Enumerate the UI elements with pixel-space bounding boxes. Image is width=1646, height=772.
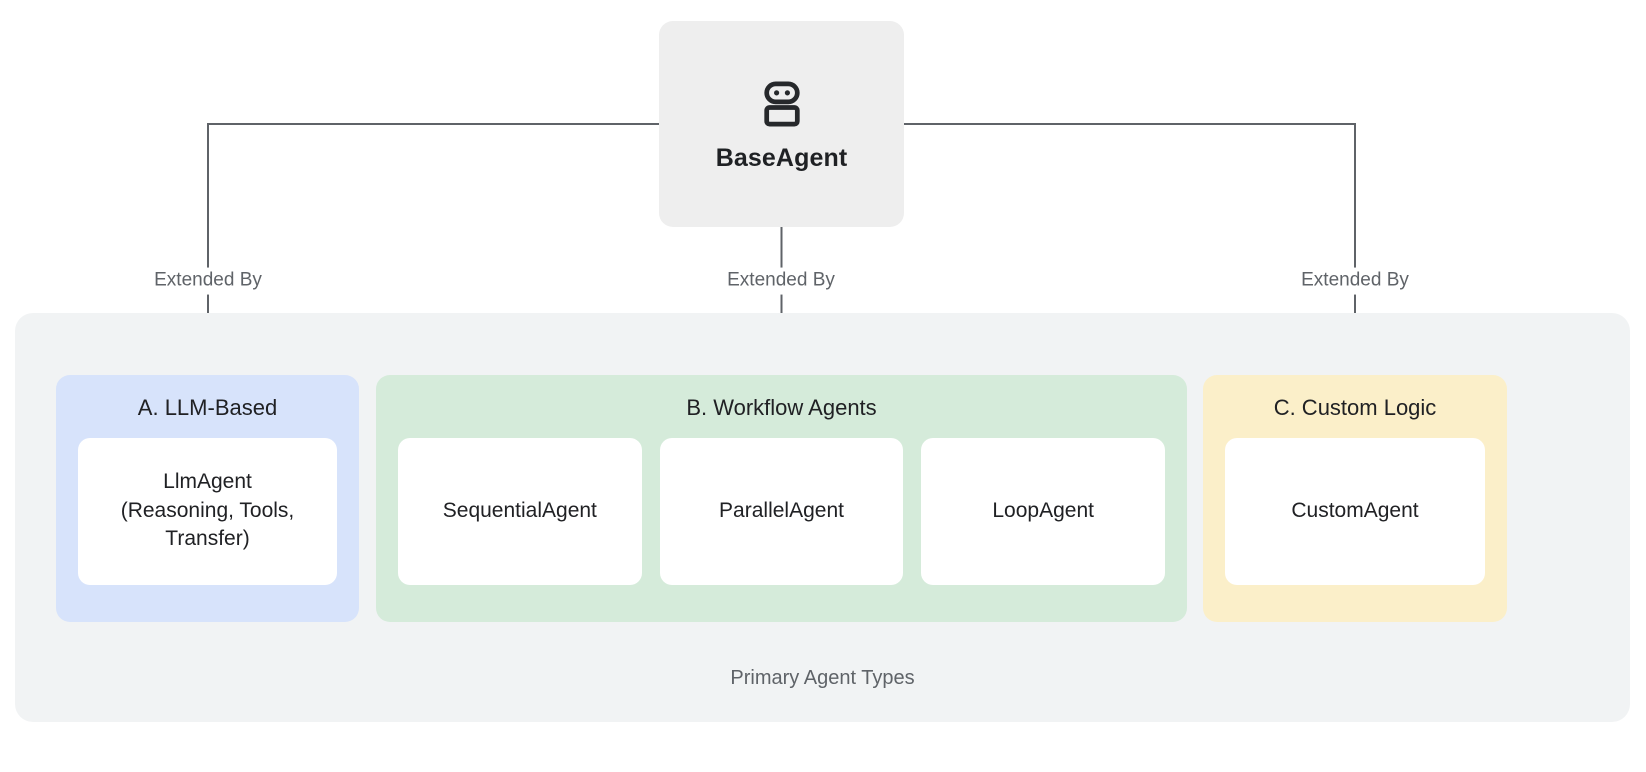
card-parallel-agent[interactable]: ParallelAgent xyxy=(659,437,904,585)
card-llm-agent[interactable]: LlmAgent (Reasoning, Tools, Transfer) xyxy=(78,437,337,585)
card-custom-agent[interactable]: CustomAgent xyxy=(1225,437,1485,585)
category-custom-logic-cards: CustomAgent xyxy=(1203,437,1507,607)
category-llm-based-title: A. LLM-Based xyxy=(137,395,278,420)
category-workflow-agents-cards: SequentialAgent ParallelAgent LoopAgent xyxy=(376,437,1187,607)
edge-label-center: Extended By xyxy=(718,267,844,295)
category-llm-based-cards: LlmAgent (Reasoning, Tools, Transfer) xyxy=(56,437,359,607)
robot-icon xyxy=(763,80,800,126)
category-workflow-agents[interactable]: B. Workflow Agents SequentialAgent Paral… xyxy=(376,375,1187,622)
node-base-agent-label: BaseAgent xyxy=(715,143,848,172)
category-llm-based[interactable]: A. LLM-Based LlmAgent (Reasoning, Tools,… xyxy=(56,375,359,622)
node-base-agent[interactable]: BaseAgent xyxy=(659,21,904,227)
category-workflow-agents-title: B. Workflow Agents xyxy=(686,395,877,420)
card-sequential-agent[interactable]: SequentialAgent xyxy=(398,437,642,585)
edge-label-right: Extended By xyxy=(1292,267,1418,295)
category-custom-logic-title: C. Custom Logic xyxy=(1273,395,1437,420)
category-custom-logic[interactable]: C. Custom Logic CustomAgent xyxy=(1203,375,1507,622)
card-loop-agent[interactable]: LoopAgent xyxy=(921,437,1166,585)
group-caption: Primary Agent Types xyxy=(730,667,915,689)
edge-label-left: Extended By xyxy=(145,267,271,295)
